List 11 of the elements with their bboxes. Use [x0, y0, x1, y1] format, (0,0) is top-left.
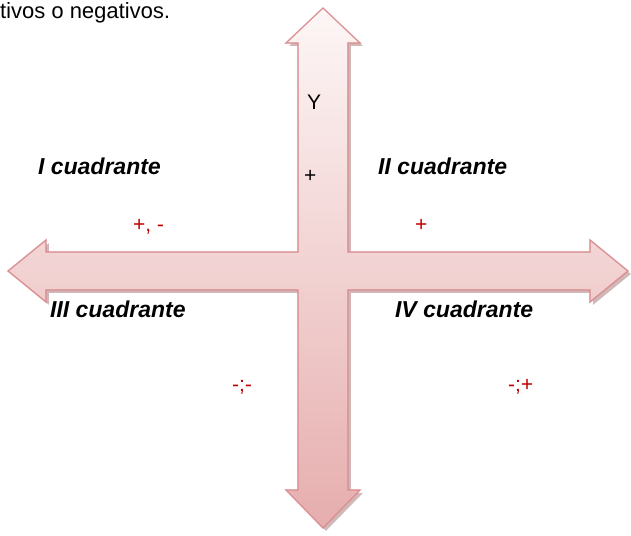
- axis-label: Y: [307, 92, 322, 113]
- heading-text: tivos o negativos.: [0, 0, 170, 22]
- sign-label: +: [415, 214, 428, 235]
- sign-label: -;-: [232, 374, 252, 395]
- quadrant-label: II cuadrante: [378, 155, 508, 178]
- quadrant-label: III cuadrante: [50, 298, 186, 321]
- sign-label: +, -: [133, 214, 164, 235]
- quadrant-label: I cuadrante: [38, 155, 161, 178]
- sign-label: -;+: [508, 374, 534, 395]
- sign-label: +: [304, 165, 316, 186]
- quadrant-label: IV cuadrante: [395, 298, 534, 321]
